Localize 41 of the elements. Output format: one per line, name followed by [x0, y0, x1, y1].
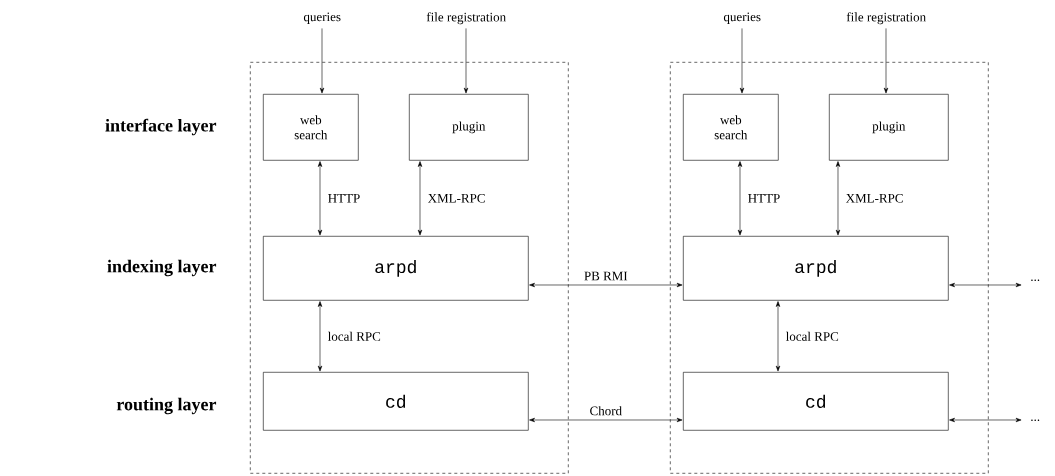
layer-label: indexing layer — [107, 259, 217, 277]
input-text: queries — [303, 12, 341, 24]
process-box: cd — [683, 372, 949, 431]
arrow — [317, 301, 323, 372]
edge-label: local RPC — [326, 330, 383, 343]
process-box: web search — [683, 94, 779, 161]
process-box: web search — [263, 94, 359, 161]
arrow — [529, 282, 683, 288]
arrow — [835, 161, 841, 236]
edge-label: Chord — [588, 404, 624, 417]
arrow — [775, 301, 781, 372]
ellipsis-text: ... — [1031, 279, 1040, 281]
process-box: arpd — [683, 236, 949, 301]
edge-label: PB RMI — [582, 270, 630, 282]
host-frame — [250, 62, 569, 474]
arrow — [319, 28, 325, 94]
ellipsis-text: ... — [1031, 419, 1040, 421]
input-text: queries — [723, 12, 761, 24]
edge-label: local RPC — [784, 330, 841, 343]
arrow — [949, 417, 1022, 423]
arrow — [317, 161, 323, 236]
process-box: plugin — [829, 94, 949, 161]
arrow — [949, 282, 1022, 288]
edge-label: XML-RPC — [426, 192, 487, 205]
arrow — [883, 28, 889, 94]
arrow — [529, 417, 683, 423]
process-box: arpd — [263, 236, 529, 301]
arrow — [417, 161, 423, 236]
arrow — [737, 161, 743, 236]
input-text: file registration — [846, 12, 926, 25]
input-text: file registration — [426, 12, 506, 25]
edge-label: XML-RPC — [844, 192, 905, 205]
arrow — [463, 28, 469, 94]
layer-label: interface layer — [105, 118, 217, 136]
arrow — [739, 28, 745, 94]
edge-label: HTTP — [746, 192, 782, 205]
process-box: plugin — [409, 94, 529, 161]
host-frame — [670, 62, 989, 474]
edge-label: HTTP — [326, 192, 362, 205]
layer-label: routing layer — [116, 397, 217, 415]
process-box: cd — [263, 372, 529, 431]
